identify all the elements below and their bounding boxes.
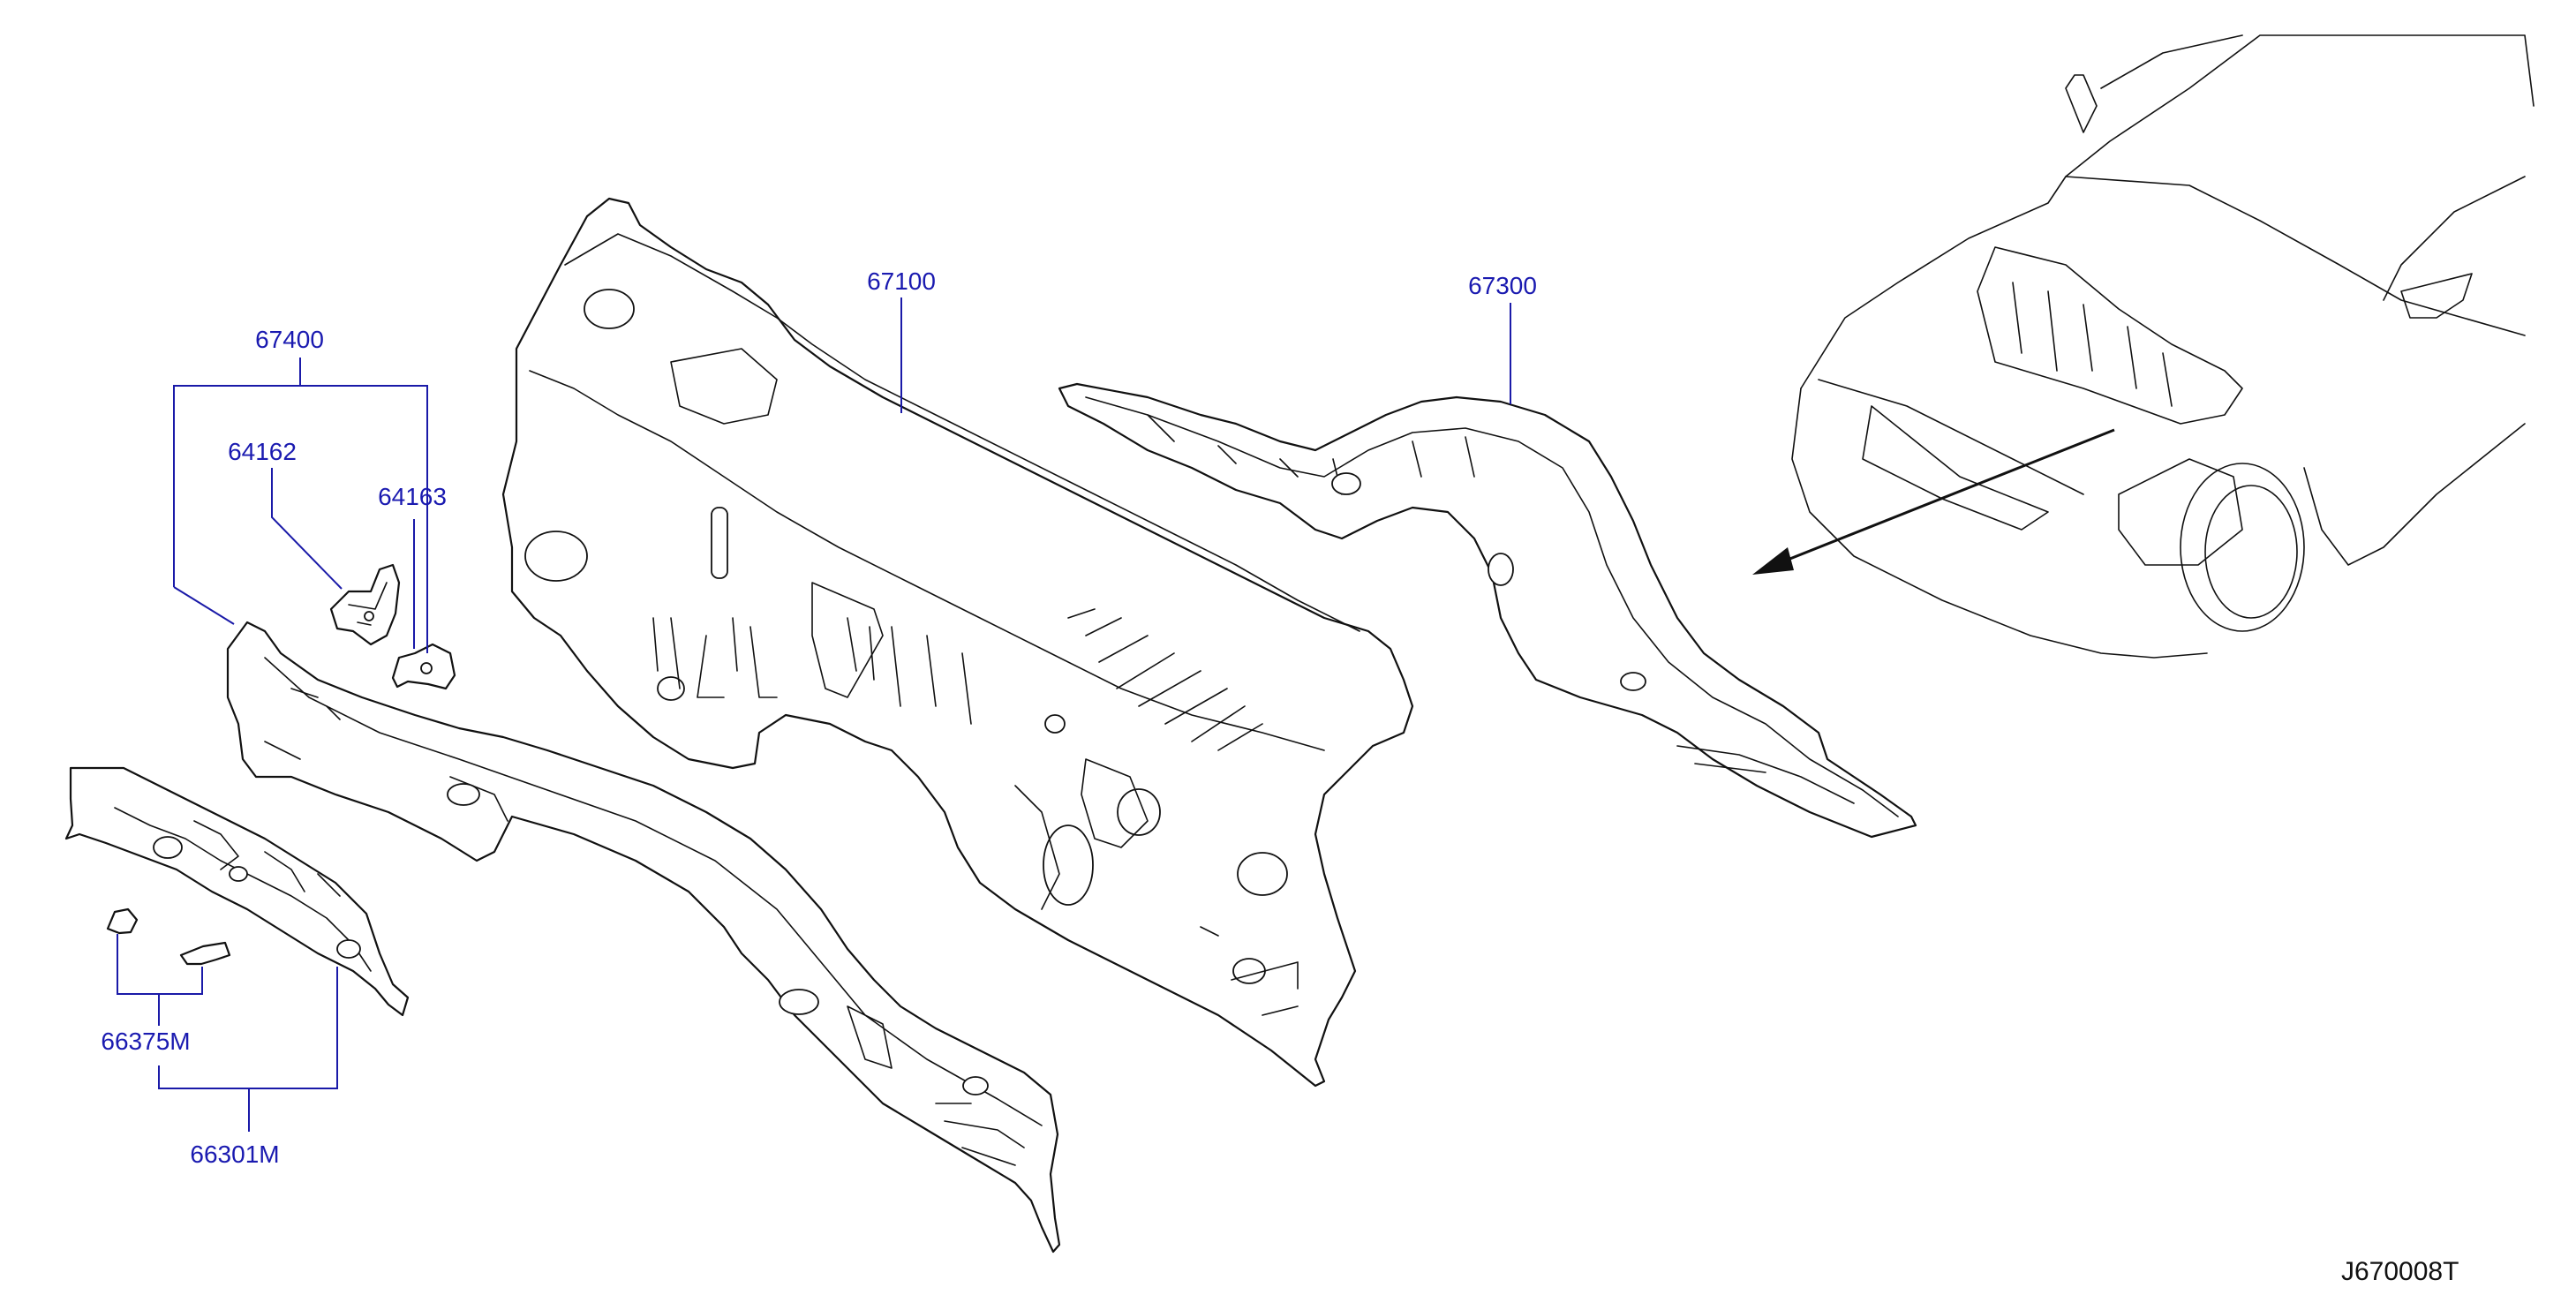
label-64162[interactable]: 64162 <box>228 438 297 465</box>
clips-66375M <box>106 907 231 966</box>
direction-arrow <box>1752 428 2115 575</box>
bracket-64162 <box>329 563 401 646</box>
reinforcement-66301M <box>64 766 410 1017</box>
label-67400[interactable]: 67400 <box>255 326 324 353</box>
label-67300[interactable]: 67300 <box>1468 272 1537 299</box>
car-illustration <box>1791 34 2535 659</box>
label-67100[interactable]: 67100 <box>867 267 936 295</box>
dash-panel-67100 <box>501 197 1414 1088</box>
bracket-64163 <box>391 643 456 690</box>
diagram-code: J670008T <box>2341 1257 2459 1286</box>
cowl-top-67300 <box>1058 382 1917 839</box>
label-64163[interactable]: 64163 <box>378 483 447 510</box>
leader-lines <box>117 297 1511 1132</box>
side-member-67400 <box>226 621 1061 1254</box>
label-66301M[interactable]: 66301M <box>190 1141 280 1168</box>
label-66375M[interactable]: 66375M <box>101 1028 191 1055</box>
